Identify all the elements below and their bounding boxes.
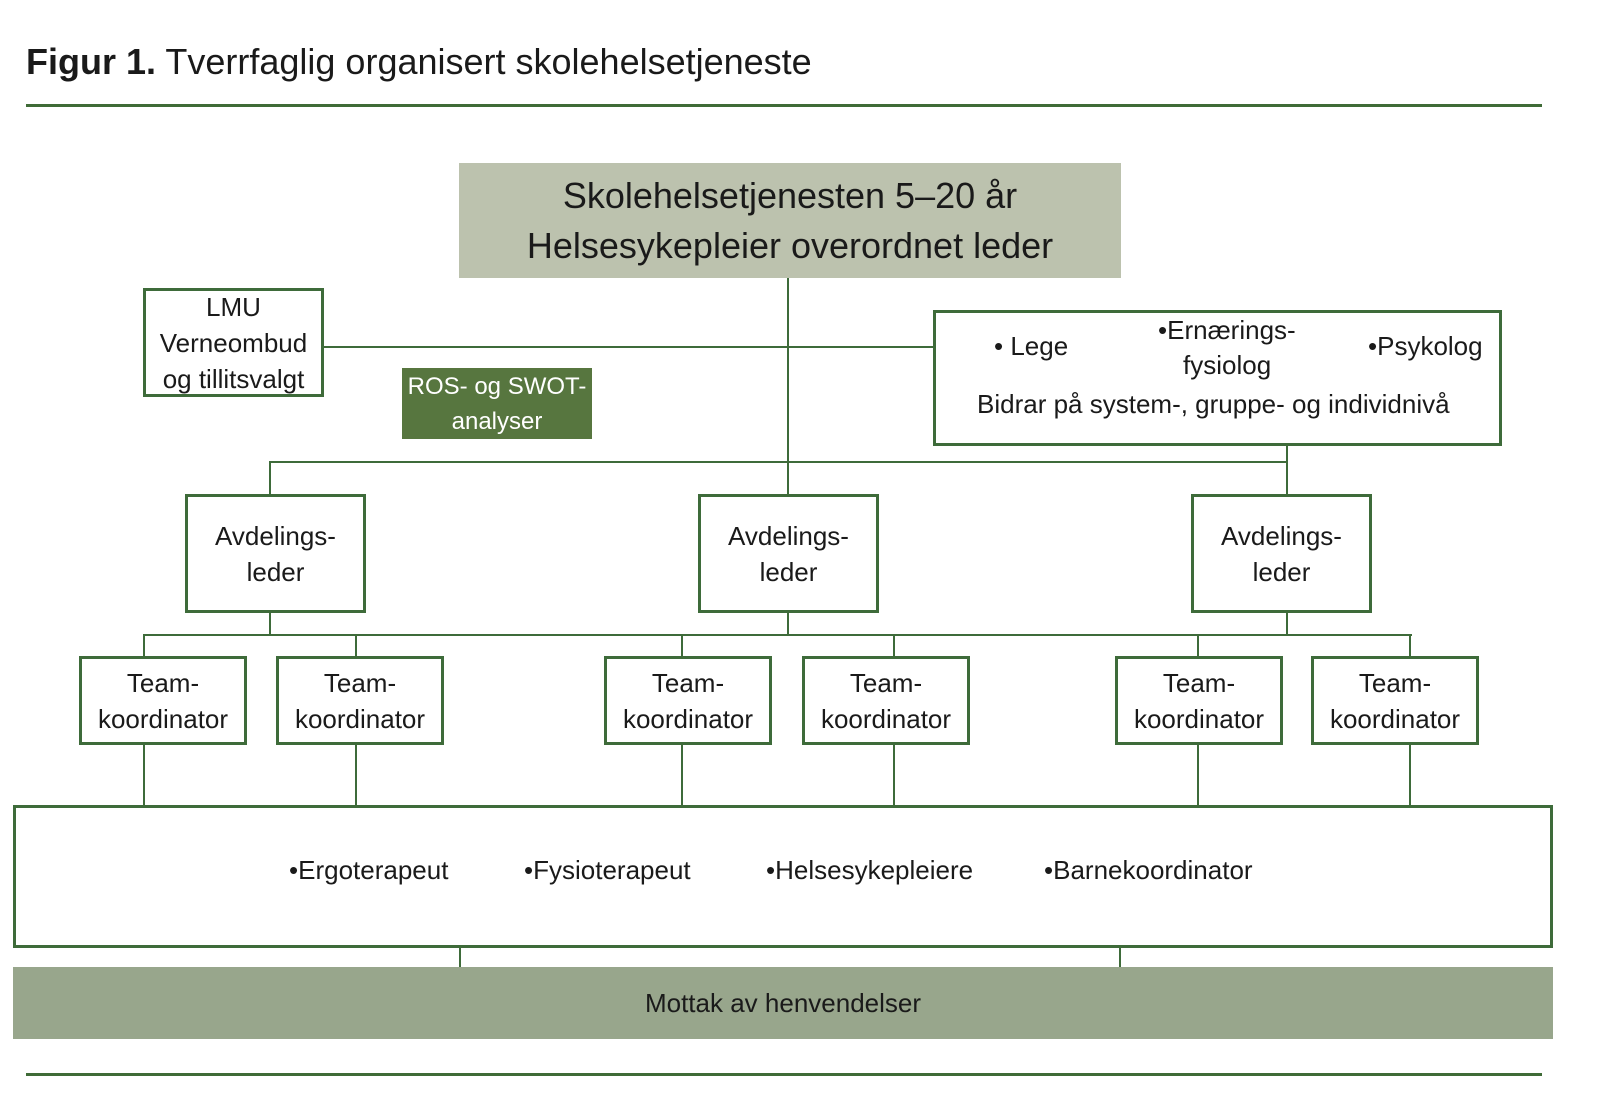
lmu-line-2: Verneombud <box>159 327 308 358</box>
staff-box: •Ergoterapeut •Fysioterapeut •Helsesykep… <box>13 805 1553 948</box>
department-leader-line-1: Avdelings- <box>728 520 849 551</box>
connector-team-1-down <box>143 744 145 806</box>
team-coordinator-line-2: koordinator <box>1133 703 1265 734</box>
department-leader-box: Avdelings- leder <box>185 494 366 613</box>
department-leader-box: Avdelings- leder <box>698 494 879 613</box>
top-leader-box: Skolehelsetjenesten 5–20 år Helsesykeple… <box>459 163 1121 278</box>
team-coordinator-box: Team- koordinator <box>1115 656 1283 745</box>
connector-leader-2-down <box>787 611 789 635</box>
staff-item-helsesykepleiere: •Helsesykepleiere <box>766 855 974 885</box>
lmu-box: LMU Verneombud og tillitsvalgt <box>143 288 324 397</box>
team-coordinator-box: Team- koordinator <box>276 656 444 745</box>
connector-team-6-down <box>1409 744 1411 806</box>
staff-item-ergoterapeut: •Ergoterapeut <box>289 855 449 885</box>
intake-label: Mottak av henvendelser <box>644 988 922 1018</box>
connector-leader-3-down <box>1286 611 1288 635</box>
staff-item-fysioterapeut: •Fysioterapeut <box>524 855 691 885</box>
specialists-note: Bidrar på system-, gruppe- og individniv… <box>977 389 1450 419</box>
connector-top-to-mid <box>787 278 789 496</box>
title-rule <box>26 104 1542 107</box>
connector-team-3-down <box>681 744 683 806</box>
connector-leader-1-down <box>269 611 271 635</box>
team-coordinator-line-1: Team- <box>1162 667 1236 698</box>
department-leader-box: Avdelings- leder <box>1191 494 1372 613</box>
team-coordinator-box: Team- koordinator <box>1311 656 1479 745</box>
specialist-ernaering-line-1: •Ernærings- <box>1158 315 1296 345</box>
connector-leader-1 <box>269 461 271 496</box>
team-coordinator-line-2: koordinator <box>820 703 952 734</box>
team-coordinator-line-2: koordinator <box>1329 703 1461 734</box>
specialist-psykolog: •Psykolog <box>1368 331 1483 361</box>
ros-line-1: ROS- og SWOT- <box>407 372 587 400</box>
connector-leader-bar <box>269 461 1288 463</box>
team-coordinator-line-1: Team- <box>323 667 397 698</box>
team-coordinator-line-1: Team- <box>1358 667 1432 698</box>
figure-label: Figur 1. <box>26 41 157 82</box>
connector-intake-left <box>459 946 461 968</box>
lmu-line-3: og tillitsvalgt <box>162 363 305 394</box>
connector-intake-right <box>1119 946 1121 968</box>
top-line-2: Helsesykepleier overordnet leder <box>526 224 1054 266</box>
department-leader-line-2: leder <box>759 556 818 587</box>
bottom-rule <box>26 1073 1542 1076</box>
specialist-ernaering-line-2: fysiolog <box>1183 350 1272 380</box>
connector-team-4-down <box>893 744 895 806</box>
department-leader-line-2: leder <box>1252 556 1311 587</box>
team-coordinator-line-1: Team- <box>849 667 923 698</box>
connector-team-1-up <box>143 634 145 658</box>
team-coordinator-line-1: Team- <box>126 667 200 698</box>
figure-title-text: Tverrfaglig organisert skolehelsetjenest… <box>165 41 812 82</box>
intake-bar: Mottak av henvendelser <box>13 967 1553 1039</box>
connector-team-5-down <box>1197 744 1199 806</box>
connector-lmu-specialists <box>323 346 934 348</box>
lmu-line-1: LMU <box>206 291 261 322</box>
team-coordinator-box: Team- koordinator <box>802 656 970 745</box>
connector-team-bar <box>143 634 1412 636</box>
connector-leader-3 <box>1286 445 1288 496</box>
connector-team-6-up <box>1409 634 1411 658</box>
connector-team-2-up <box>355 634 357 658</box>
connector-team-5-up <box>1197 634 1199 658</box>
department-leader-line-1: Avdelings- <box>215 520 336 551</box>
department-leader-line-2: leder <box>246 556 305 587</box>
team-coordinator-line-1: Team- <box>651 667 725 698</box>
connector-team-2-down <box>355 744 357 806</box>
ros-line-2: analyser <box>451 407 543 435</box>
connector-team-4-up <box>893 634 895 658</box>
staff-item-barnekoordinator: •Barnekoordinator <box>1044 855 1253 885</box>
team-coordinator-box: Team- koordinator <box>79 656 247 745</box>
team-coordinator-line-2: koordinator <box>97 703 229 734</box>
team-coordinator-box: Team- koordinator <box>604 656 772 745</box>
specialist-lege: • Lege <box>994 331 1069 361</box>
ros-swot-box: ROS- og SWOT- analyser <box>402 368 592 439</box>
department-leader-line-1: Avdelings- <box>1221 520 1342 551</box>
team-coordinator-line-2: koordinator <box>622 703 754 734</box>
top-line-1: Skolehelsetjenesten 5–20 år <box>562 174 1018 216</box>
connector-team-3-up <box>681 634 683 658</box>
figure-title: Figur 1. Tverrfaglig organisert skolehel… <box>26 38 812 86</box>
specialists-box: • Lege •Ernærings- fysiolog •Psykolog Bi… <box>933 310 1502 446</box>
team-coordinator-line-2: koordinator <box>294 703 426 734</box>
